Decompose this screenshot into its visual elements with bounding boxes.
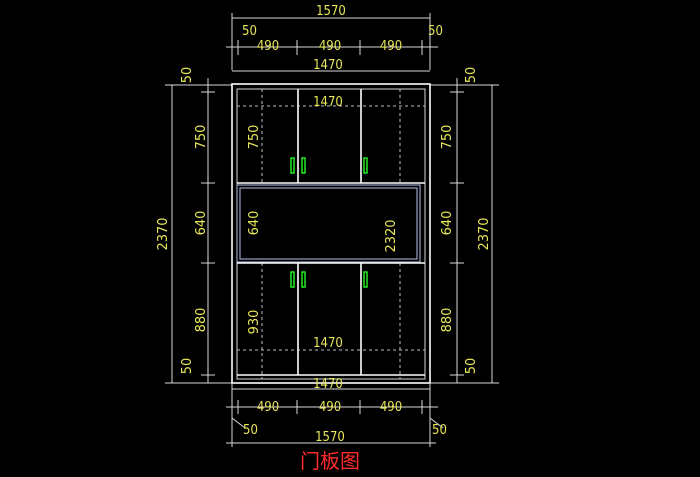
dim-top-band-left: 750 xyxy=(194,125,209,150)
dim-offset-right-bottom: 50 xyxy=(432,423,447,438)
dim-col2-top: 490 xyxy=(319,39,341,54)
door-handle xyxy=(290,271,295,288)
bottom-dimensions: 1470 490 490 490 50 50 1570 xyxy=(226,377,447,447)
dim-col1-bottom: 490 xyxy=(257,400,279,415)
dim-low-band-left: 880 xyxy=(194,308,209,333)
right-dimensions: 2370 50 750 640 880 50 xyxy=(430,67,499,384)
dim-col3-top: 490 xyxy=(380,39,402,54)
top-dimensions: 1570 50 50 490 490 490 1470 xyxy=(226,4,443,73)
dim-overall-height-left: 2370 xyxy=(156,217,171,250)
dim-offset-right-top: 50 xyxy=(428,24,443,39)
dim-col2-bottom: 490 xyxy=(319,400,341,415)
dim-top-offset-right: 50 xyxy=(464,67,479,84)
dim-offset-left-top: 50 xyxy=(242,24,257,39)
cabinet-body: 1470 750 640 2320 930 1470 xyxy=(231,83,431,384)
dim-offset-left-bottom: 50 xyxy=(243,423,258,438)
door-handle xyxy=(290,157,295,174)
dim-mid-band-left: 640 xyxy=(194,211,209,236)
dim-overall-height-right: 2370 xyxy=(477,217,492,250)
dim-bottom-offset-left: 50 xyxy=(180,358,195,375)
dim-bottom-offset-right: 50 xyxy=(464,358,479,375)
dim-inner-width-bottom: 1470 xyxy=(313,377,343,392)
dim-low-band-right: 880 xyxy=(440,308,455,333)
top-doors: 1470 750 xyxy=(237,89,425,184)
dim-inner-low: 930 xyxy=(247,310,262,335)
drawing-title: 门板图 xyxy=(300,449,360,473)
door-handle xyxy=(363,271,368,288)
dim-col1-top: 490 xyxy=(257,39,279,54)
dim-overall-width-bottom: 1570 xyxy=(315,430,345,445)
dim-top-band-right: 750 xyxy=(440,125,455,150)
bottom-doors: 930 1470 xyxy=(237,262,425,376)
dim-col3-bottom: 490 xyxy=(380,400,402,415)
door-handle xyxy=(301,157,306,174)
dim-inner-width-lower: 1470 xyxy=(313,336,343,351)
door-handle xyxy=(301,271,306,288)
dim-overall-width-top: 1570 xyxy=(316,4,346,19)
dim-top-band-inner: 750 xyxy=(247,125,262,150)
dim-top-offset-left: 50 xyxy=(180,67,195,84)
dim-inner-width-top: 1470 xyxy=(313,58,343,73)
dim-mid-band-right: 640 xyxy=(440,211,455,236)
door-handle xyxy=(363,157,368,174)
dim-inner-width-upper: 1470 xyxy=(313,95,343,110)
left-dimensions: 2370 50 750 640 880 50 xyxy=(156,67,232,384)
dim-inner-height: 2320 xyxy=(384,219,399,252)
middle-panel: 640 2320 xyxy=(236,184,421,263)
dim-mid-band-inner: 640 xyxy=(247,211,262,236)
